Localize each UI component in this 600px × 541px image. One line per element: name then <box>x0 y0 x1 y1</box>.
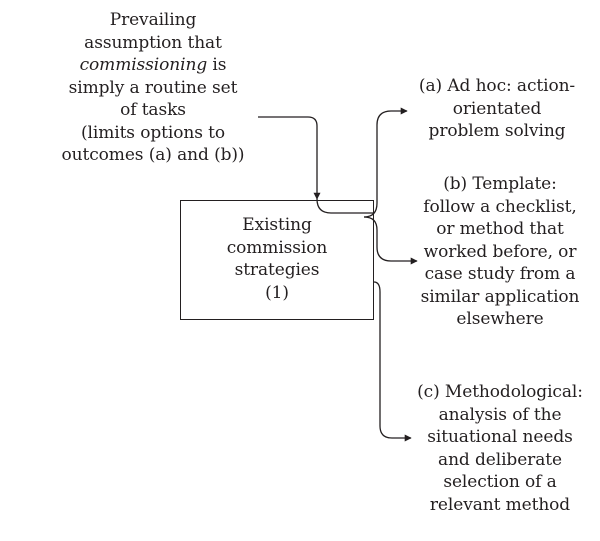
outcome-a-line: orientated <box>452 98 542 119</box>
assumption-line: commissioning is <box>34 54 272 77</box>
outcome-c-line: selection of a <box>443 472 557 492</box>
existing-line: strategies <box>234 260 320 280</box>
outcome-c-line: relevant method <box>429 494 571 515</box>
existing-strategies-box <box>180 200 374 320</box>
outcome-a-line: (a) Ad hoc: action- <box>418 76 576 96</box>
existing-line: (1) <box>265 282 289 303</box>
outcome-c-line: analysis of the <box>438 404 562 425</box>
outcome-a-text: (a) Ad hoc: action- orientated problem s… <box>402 75 592 143</box>
outcome-c-line: and deliberate <box>438 449 562 470</box>
assumption-line: Prevailing <box>109 10 197 30</box>
outcome-b-line: follow a checklist, <box>423 196 577 217</box>
junction-to-outcome-b-arrow <box>363 216 418 265</box>
outcome-c-line: situational needs <box>427 427 573 447</box>
existing-line: Existing <box>242 215 312 235</box>
prevailing-assumption-text: Prevailing assumption that commissioning… <box>34 9 272 167</box>
assumption-line: outcomes (a) and (b)) <box>61 145 245 165</box>
outcome-b-line: case study from a <box>424 264 576 284</box>
box-to-outcome-c-arrow <box>373 281 412 442</box>
outcome-b-text: (b) Template: follow a checklist, or met… <box>408 173 592 331</box>
assumption-line: simply a routine set <box>68 77 238 98</box>
outcome-c-text: (c) Methodological: analysis of the situ… <box>404 381 596 516</box>
junction-to-outcome-a-arrow <box>363 107 408 218</box>
outcome-c-line: (c) Methodological: <box>417 382 583 402</box>
assumption-line-rest: is <box>207 55 227 75</box>
assumption-to-box-arrow <box>258 116 321 200</box>
existing-strategies-text: Existing commission strategies (1) <box>180 214 374 304</box>
outcome-a-line: problem solving <box>428 121 566 141</box>
assumption-line: of tasks <box>120 100 186 120</box>
box-to-junction-line <box>316 198 373 214</box>
assumption-line: assumption that <box>84 32 222 53</box>
outcome-b-line: or method that <box>436 219 564 239</box>
outcome-b-line: (b) Template: <box>443 174 557 194</box>
assumption-line: (limits options to <box>81 122 225 143</box>
outcome-b-line: similar application <box>420 286 580 307</box>
existing-line: commission <box>226 237 328 258</box>
outcome-b-line: elsewhere <box>456 309 544 329</box>
commissioning-emphasis: commissioning <box>79 55 208 75</box>
outcome-b-line: worked before, or <box>423 241 577 262</box>
